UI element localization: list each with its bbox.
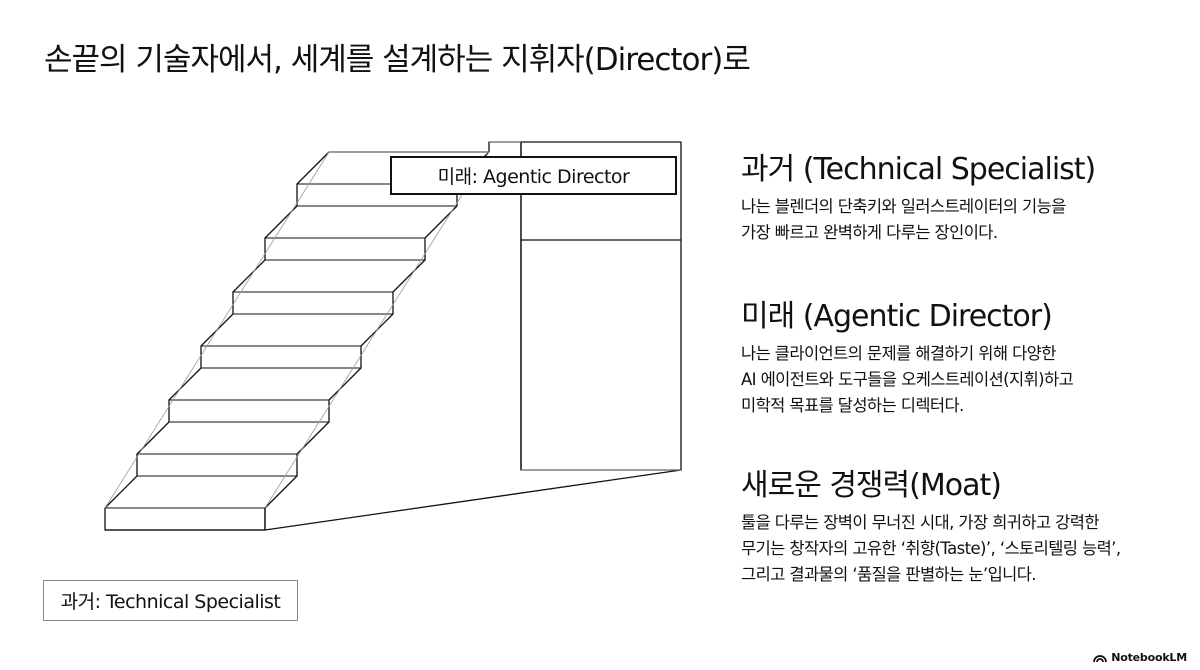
section-past-line: 나는 블렌더의 단축키와 일러스트레이터의 기능을 [741,197,1066,216]
section-moat-line: 그리고 결과물의 ‘품질을 판별하는 눈’입니다. [741,565,1037,584]
future-stair-label: 미래: Agentic Director [390,156,677,195]
section-moat: 새로운 경쟁력(Moat) 툴을 다루는 장벽이 무너진 시대, 가장 희귀하고… [741,466,1181,588]
section-future-line: 나는 클라이언트의 문제를 해결하기 위해 다양한 [741,344,1056,363]
notebooklm-brand-label: NotebookLM [1111,651,1187,664]
section-past: 과거 (Technical Specialist) 나는 블렌더의 단축키와 일… [741,150,1181,246]
section-moat-body: 툴을 다루는 장벽이 무너진 시대, 가장 희귀하고 강력한 무기는 창작자의 … [741,510,1181,588]
section-future-line: 미학적 목표를 달성하는 디렉터다. [741,396,964,415]
slide-title: 손끝의 기술자에서, 세계를 설계하는 지휘자(Director)로 [44,42,751,78]
section-past-line: 가장 빠르고 완벽하게 다루는 장인이다. [741,223,998,242]
staircase-diagram [104,141,682,531]
section-future: 미래 (Agentic Director) 나는 클라이언트의 문제를 해결하기… [741,297,1181,419]
section-future-heading: 미래 (Agentic Director) [741,299,1053,334]
past-stair-label: 과거: Technical Specialist [43,580,298,621]
section-moat-line: 툴을 다루는 장벽이 무너진 시대, 가장 희귀하고 강력한 [741,513,1100,532]
stair-tread-lines [105,183,457,509]
notebooklm-branding: NotebookLM [1093,651,1187,664]
section-future-body: 나는 클라이언트의 문제를 해결하기 위해 다양한 AI 에이전트와 도구들을 … [741,341,1181,419]
section-future-line: AI 에이전트와 도구들을 오케스트레이션(지휘)하고 [741,370,1074,389]
section-past-heading: 과거 (Technical Specialist) [741,152,1096,187]
staircase-outline [104,141,682,531]
notebooklm-logo-icon [1093,654,1108,662]
section-moat-heading: 새로운 경쟁력(Moat) [741,468,1002,503]
section-past-body: 나는 블렌더의 단축키와 일러스트레이터의 기능을 가장 빠르고 완벽하게 다루… [741,194,1181,246]
stair-guide-lines [104,141,681,509]
section-moat-line: 무기는 창작자의 고유한 ‘취향(Taste)’, ‘스토리텔링 능력’, [741,539,1121,558]
